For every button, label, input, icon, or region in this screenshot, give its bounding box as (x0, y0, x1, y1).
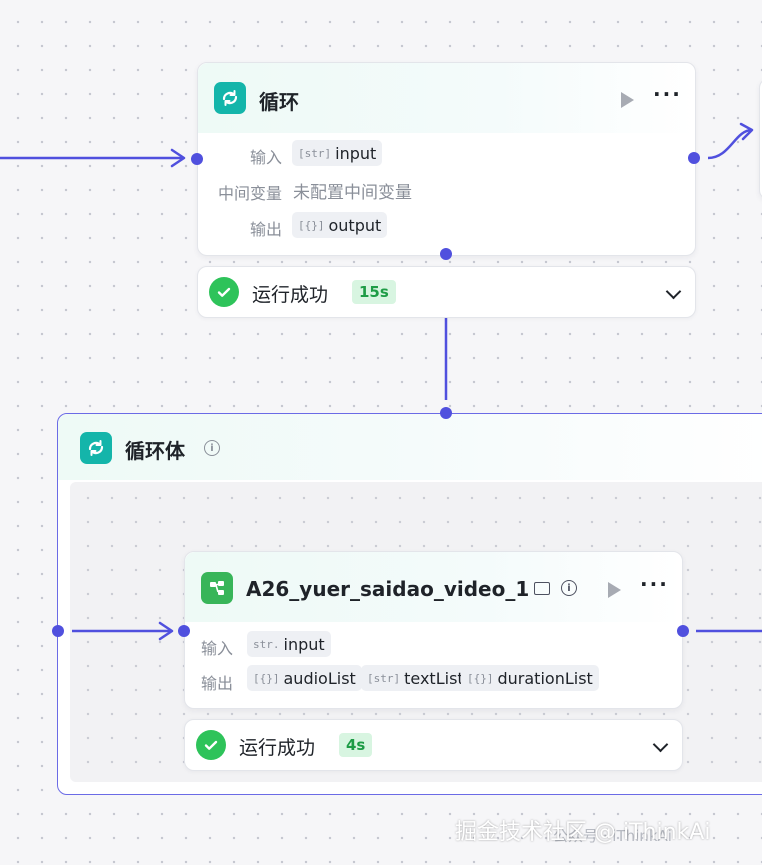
output-handle[interactable] (677, 625, 689, 637)
param-name: input (283, 634, 325, 654)
param-name: output (328, 215, 382, 235)
success-icon (196, 730, 226, 760)
output-param-pill: [str] textList (361, 665, 470, 691)
loop-body-start-handle[interactable] (52, 625, 64, 637)
chevron-down-icon[interactable] (665, 283, 682, 300)
workflow-icon (201, 572, 233, 604)
duration-badge: 4s (339, 733, 373, 757)
output-handle[interactable] (688, 152, 700, 164)
duration-badge: 15s (352, 280, 396, 304)
package-icon (534, 582, 550, 595)
loop-node-title: 循环 (259, 90, 299, 114)
watermark-text: 掘金技术社区 @ iThinkAi (455, 820, 711, 845)
output-param-pill: [{}] audioList (247, 665, 362, 691)
param-name: input (335, 143, 377, 163)
param-name: audioList (283, 668, 356, 688)
type-tag: [{}] (467, 671, 494, 685)
loop-body-handle[interactable] (440, 248, 452, 260)
chevron-down-icon[interactable] (652, 736, 669, 753)
type-tag: [str] (298, 146, 332, 160)
input-handle[interactable] (178, 625, 190, 637)
workflow-node-card[interactable]: A26_yuer_saidao_video_1 i ··· 输入 str. in… (184, 551, 683, 709)
input-label: 输入 (201, 639, 234, 658)
type-tag: [{}] (298, 218, 325, 232)
success-icon (209, 277, 239, 307)
input-param-pill: str. input (247, 631, 331, 657)
status-text: 运行成功 (252, 284, 329, 306)
workflow-node-title: A26_yuer_saidao_video_1 (246, 577, 530, 601)
loop-body-header (58, 414, 762, 480)
loop-icon (80, 432, 112, 464)
output-label: 输出 (201, 674, 234, 693)
workflow-run-status[interactable]: 运行成功 4s (184, 719, 683, 771)
output-label: 输出 (249, 220, 282, 239)
loop-run-status[interactable]: 运行成功 15s (197, 266, 696, 318)
input-handle[interactable] (191, 153, 203, 165)
more-icon[interactable]: ··· (653, 82, 682, 106)
type-tag: [{}] (253, 671, 280, 685)
status-text: 运行成功 (239, 737, 316, 759)
input-label: 输入 (249, 148, 282, 167)
mid-var-value: 未配置中间变量 (293, 183, 412, 203)
run-icon[interactable] (608, 582, 621, 598)
info-icon[interactable]: i (561, 580, 577, 596)
more-icon[interactable]: ··· (640, 572, 669, 596)
info-icon[interactable]: i (204, 440, 220, 456)
loop-node-card[interactable]: 循环 ··· 输入 [str] input 中间变量 未配置中间变量 输出 [{… (197, 62, 696, 256)
loop-body-title: 循环体 (125, 439, 185, 463)
input-param-pill: [str] input (292, 140, 383, 166)
param-name: durationList (497, 668, 593, 688)
loop-body-top-handle[interactable] (440, 407, 452, 419)
run-icon[interactable] (621, 92, 634, 108)
loop-node-header (198, 63, 695, 133)
type-tag: [str] (367, 671, 401, 685)
type-tag: str. (253, 637, 280, 651)
watermark-faint: 公众号 · iThinkAi (553, 827, 672, 845)
output-param-pill: [{}] output (292, 212, 388, 238)
workflow-node-header (185, 552, 682, 622)
loop-icon (214, 82, 246, 114)
output-param-pill: [{}] durationList (461, 665, 599, 691)
param-name: textList (404, 668, 464, 688)
mid-var-label: 中间变量 (217, 184, 282, 203)
